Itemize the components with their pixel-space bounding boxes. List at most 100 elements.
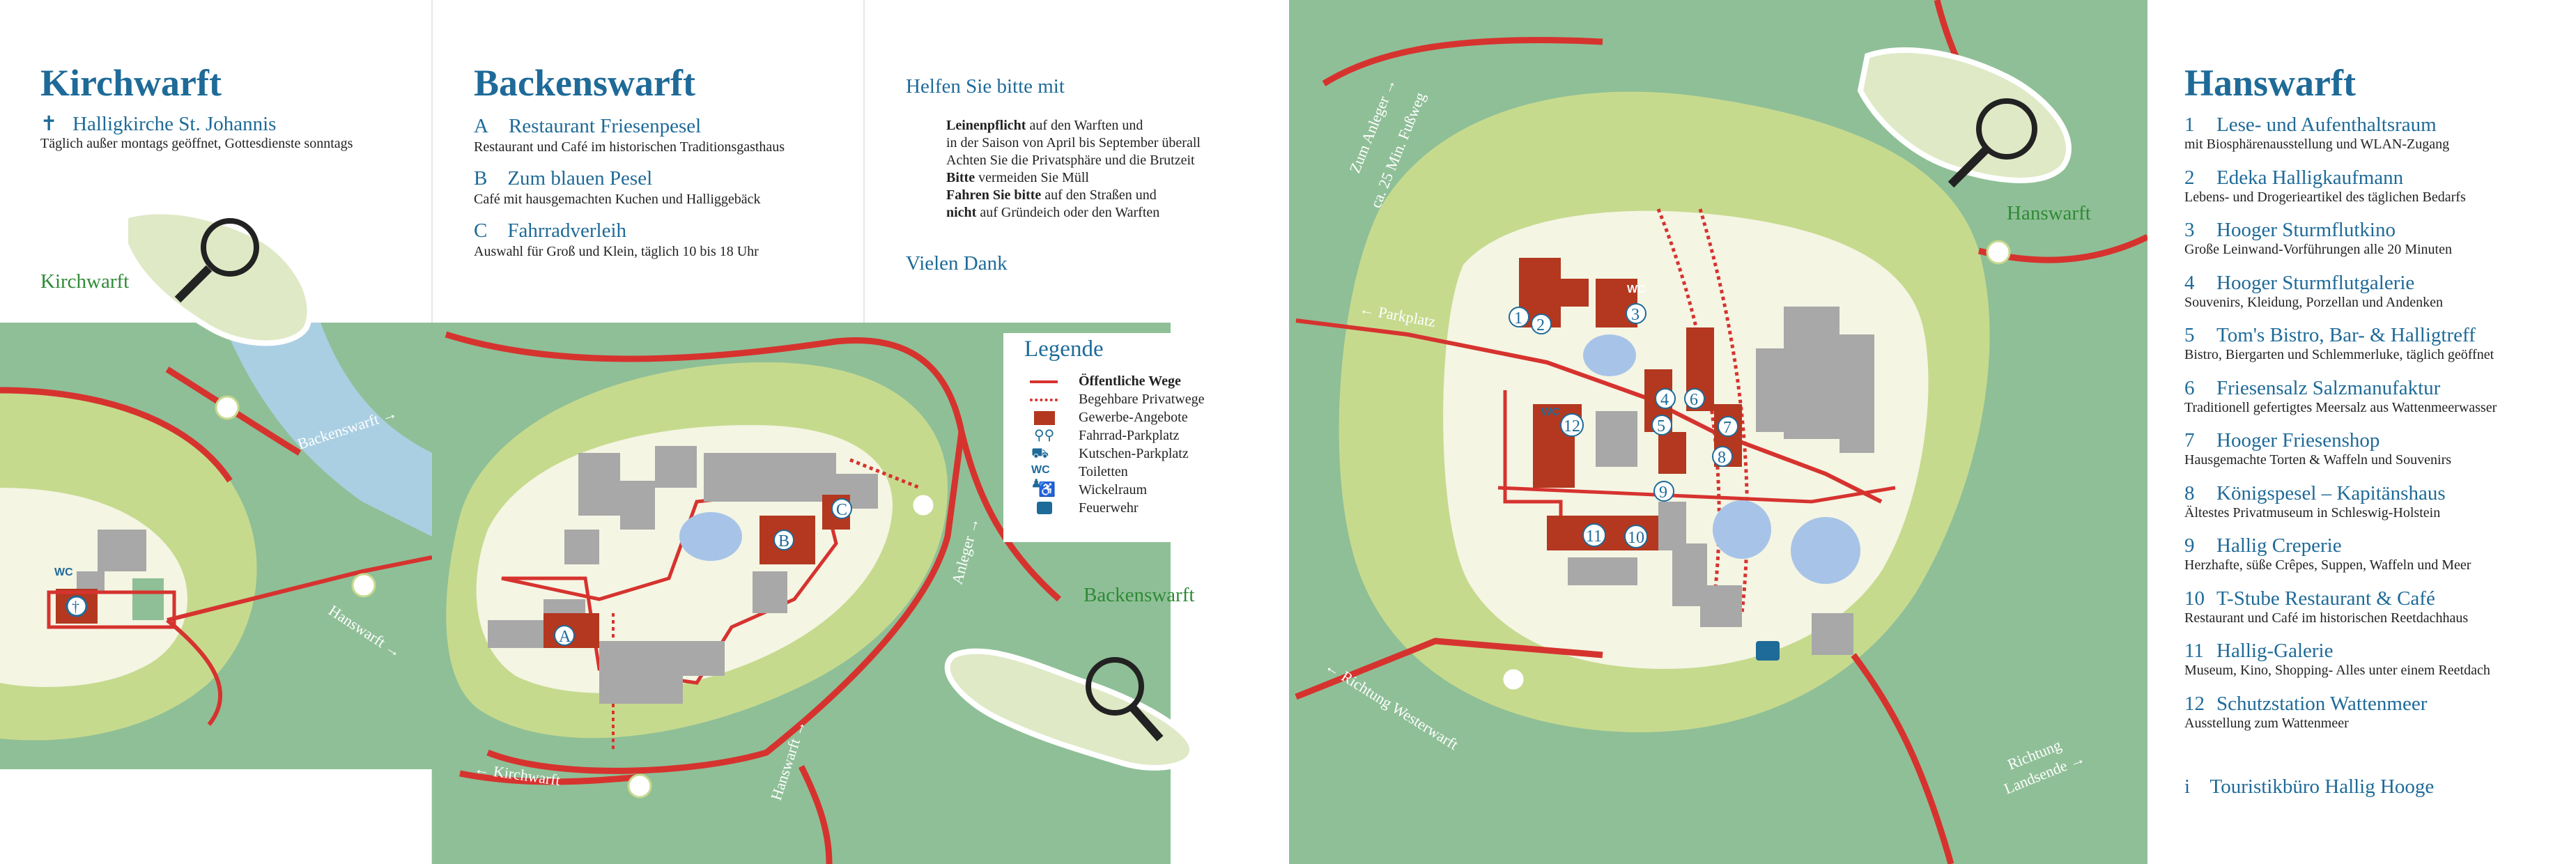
item-name: Hooger Sturmflutkino bbox=[2216, 219, 2396, 241]
item-name: Edeka Halligkaufmann bbox=[2216, 166, 2404, 189]
svg-text:7: 7 bbox=[1723, 419, 1732, 437]
marker: 6 bbox=[2184, 376, 2195, 399]
item-name: Hooger Sturmflutgalerie bbox=[2216, 271, 2415, 294]
hanswarft-info: i Touristikbüro Hallig Hooge bbox=[2184, 776, 2434, 799]
hanswarft-item-desc: Traditionell gefertigtes Meersalz aus Wa… bbox=[2184, 399, 2497, 415]
svg-text:10: 10 bbox=[1628, 529, 1644, 547]
hanswarft-item-desc: Bistro, Biergarten und Schlemmerluke, tä… bbox=[2184, 347, 2494, 362]
legend-label: Kutschen-Parkplatz bbox=[1079, 446, 1189, 461]
svg-text:12: 12 bbox=[1564, 417, 1580, 435]
svg-text:3: 3 bbox=[1631, 306, 1640, 324]
hanswarft-item-desc: Lebens- und Drogerieartikel des tägliche… bbox=[2184, 189, 2466, 205]
marker: 7 bbox=[2184, 429, 2195, 452]
hanswarft-locator-label: Hanswarft bbox=[2007, 202, 2091, 224]
wc-label: WC bbox=[1627, 284, 1646, 295]
item-name: Hooger Friesenshop bbox=[2216, 429, 2380, 452]
hanswarft-item-heading: 6 Friesensalz Salzmanufaktur bbox=[2184, 377, 2497, 400]
marker: A bbox=[474, 115, 488, 137]
backenswarft-item-a-desc: Restaurant und Café im historischen Trad… bbox=[474, 139, 785, 155]
svg-text:5: 5 bbox=[1657, 417, 1665, 435]
marker: B bbox=[474, 167, 488, 190]
public-path-icon bbox=[1030, 380, 1058, 383]
legend-label: Feuerwehr bbox=[1079, 500, 1139, 516]
hanswarft-item-heading: 7 Hooger Friesenshop bbox=[2184, 429, 2451, 452]
legend-label: Öffentliche Wege bbox=[1079, 373, 1181, 389]
marker: i bbox=[2184, 776, 2191, 798]
help-thanks: Vielen Dank bbox=[906, 252, 1008, 275]
svg-text:B: B bbox=[778, 532, 789, 550]
kirchwarft-title: Kirchwarft bbox=[40, 62, 222, 104]
svg-text:†: † bbox=[72, 598, 79, 615]
item-name: Hallig-Galerie bbox=[2216, 640, 2334, 662]
help-line: Fahren Sie bitte auf den Straßen und bbox=[946, 187, 1157, 203]
kirchwarft-map: † WC Backenswarft → Hanswarft → bbox=[0, 323, 432, 769]
svg-text:6: 6 bbox=[1690, 391, 1698, 409]
marker: 4 bbox=[2184, 271, 2195, 294]
legend-title: Legende bbox=[1024, 337, 1104, 362]
legend-label: Wickelraum bbox=[1079, 482, 1148, 497]
hanswarft-item-desc: Hausgemachte Torten & Waffeln und Souven… bbox=[2184, 452, 2452, 468]
kirchwarft-item-1-desc: Täglich außer montags geöffnet, Gottesdi… bbox=[40, 136, 353, 151]
item-name: Lese- und Aufenthaltsraum bbox=[2216, 114, 2437, 136]
hanswarft-item-heading: 11 Hallig-Galerie bbox=[2184, 640, 2490, 663]
marker: 3 bbox=[2184, 219, 2195, 241]
marker: 9 bbox=[2184, 534, 2195, 557]
help-line: Leinenpflicht auf den Warften und bbox=[946, 118, 1143, 133]
fire-truck-icon bbox=[1037, 502, 1052, 514]
help-title: Helfen Sie bitte mit bbox=[906, 75, 1065, 98]
item-name: Hallig Creperie bbox=[2216, 534, 2342, 557]
hanswarft-title: Hanswarft bbox=[2184, 62, 2356, 104]
backenswarft-title: Backenswarft bbox=[474, 62, 695, 104]
wc-label: WC bbox=[1541, 406, 1560, 418]
backenswarft-map: A B C ← Kirchwarft Hanswarft → Anleger → bbox=[432, 323, 1171, 864]
item-name: Zum blauen Pesel bbox=[507, 167, 653, 190]
wc-label: WC bbox=[54, 566, 73, 578]
hanswarft-item-desc: Herzhafte, süße Crêpes, Suppen, Waffeln … bbox=[2184, 557, 2471, 573]
help-line: in der Saison von April bis September üb… bbox=[946, 135, 1201, 151]
marker: 10 bbox=[2184, 587, 2205, 610]
kirchwarft-item-1: ✝ Halligkirche St. Johannis bbox=[40, 111, 276, 136]
legend: Legende Öffentliche Wege Begehbare Priva… bbox=[1003, 333, 1240, 542]
svg-text:1: 1 bbox=[1514, 309, 1522, 327]
hanswarft-item-heading: 1 Lese- und Aufenthaltsraum bbox=[2184, 114, 2449, 137]
svg-text:9: 9 bbox=[1659, 484, 1667, 502]
backenswarft-item-a: A Restaurant Friesenpesel bbox=[474, 115, 701, 138]
hanswarft-locator bbox=[1857, 47, 2072, 188]
hanswarft-item-heading: 3 Hooger Sturmflutkino bbox=[2184, 219, 2452, 242]
svg-text:11: 11 bbox=[1586, 527, 1602, 546]
help-line: nicht auf Gründeich oder den Warften bbox=[946, 205, 1160, 220]
hanswarft-item-heading: 2 Edeka Halligkaufmann bbox=[2184, 167, 2466, 190]
marker: 1 bbox=[2184, 114, 2195, 136]
item-name: Schutzstation Wattenmeer bbox=[2216, 692, 2428, 715]
marker: 11 bbox=[2184, 640, 2204, 662]
kirchwarft-locator-label: Kirchwarft bbox=[40, 270, 130, 293]
svg-text:A: A bbox=[559, 628, 571, 646]
item-name: Fahrradverleih bbox=[507, 219, 627, 242]
marker: C bbox=[474, 219, 488, 242]
marker: 5 bbox=[2184, 324, 2195, 346]
marker: 8 bbox=[2184, 481, 2195, 504]
svg-text:8: 8 bbox=[1718, 449, 1726, 467]
legend-label: Toiletten bbox=[1079, 464, 1128, 479]
item-name: Königspesel – Kapitänshaus bbox=[2216, 481, 2446, 504]
item-name: Friesensalz Salzmanufaktur bbox=[2216, 376, 2441, 399]
baby-change-icon: ♿ bbox=[1038, 481, 1056, 497]
item-name: Halligkirche St. Johannis bbox=[72, 113, 277, 135]
legend-label: Fahrrad-Parkplatz bbox=[1079, 428, 1180, 443]
item-name: Restaurant Friesenpesel bbox=[508, 115, 702, 137]
help-line: Achten Sie die Privatsphäre und die Brut… bbox=[946, 153, 1195, 168]
marker: 2 bbox=[2184, 166, 2195, 189]
backenswarft-item-c-desc: Auswahl für Groß und Klein, täglich 10 b… bbox=[474, 244, 759, 259]
